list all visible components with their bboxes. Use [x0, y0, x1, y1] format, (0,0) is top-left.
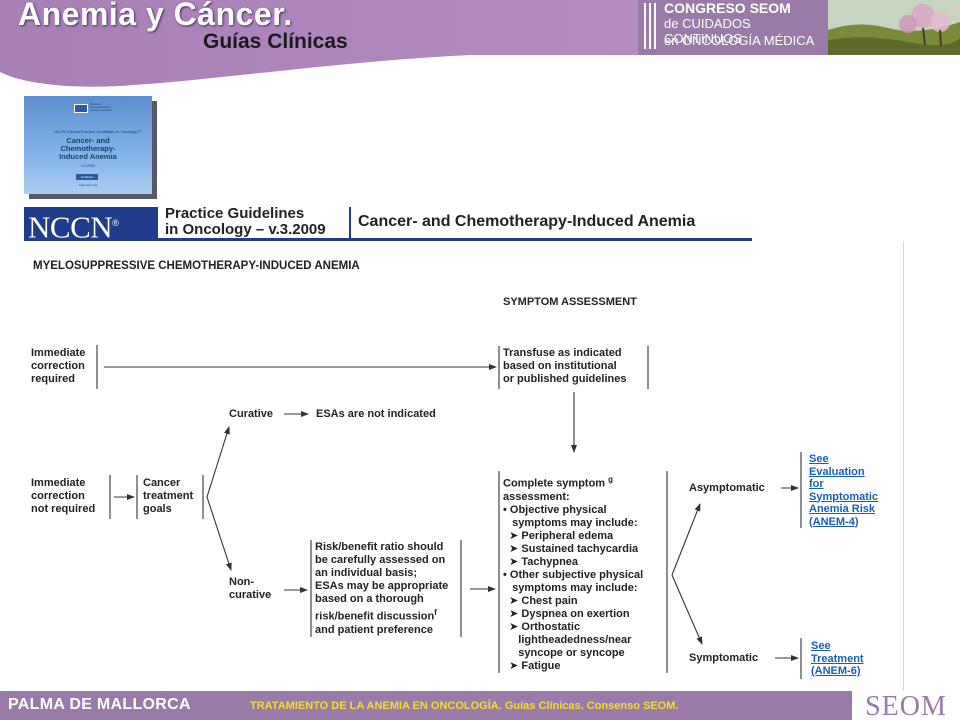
node-line: Transfuse as indicated — [503, 347, 622, 359]
node-line: based on institutional — [503, 360, 617, 372]
node-line-text: Complete symptom — [503, 477, 606, 490]
node-line: lightheadedness/near — [503, 633, 632, 646]
nccn-logo: NCCN® — [24, 207, 158, 243]
link-line[interactable]: (ANEM-4) — [809, 515, 859, 528]
node-line: Immediate — [31, 477, 86, 489]
node-line: assessment: — [503, 490, 570, 503]
node-line: required — [31, 373, 76, 385]
curative-label: Curative — [229, 408, 274, 420]
cancer-treatment-goals: Cancer treatment goals — [143, 477, 193, 516]
document-title: Cancer- and Chemotherapy-Induced Anemia — [358, 213, 696, 230]
node-line: Complete symptom g — [503, 473, 643, 491]
node-line: ➤ Peripheral edema — [503, 529, 614, 542]
cover-title-line: Chemotherapy- — [60, 144, 116, 153]
landscape-photo-icon — [828, 0, 960, 55]
link-line[interactable]: Symptomatic — [809, 490, 879, 503]
banner-divider — [349, 207, 351, 239]
cover-title-line: Cancer- and — [66, 136, 110, 145]
practice-guidelines-label: Practice Guidelines in Oncology – v.3.20… — [165, 206, 326, 238]
nccn-reg-mark: ® — [112, 218, 119, 228]
node-line: ➤ Orthostatic — [503, 620, 581, 633]
immediate-correction-not-required: Immediate correction not required — [31, 477, 95, 516]
header-banner — [0, 0, 640, 87]
congress-line3: en ONCOLOGÍA MÉDICA — [664, 33, 815, 48]
cover-continue-button[interactable]: Continue — [76, 174, 98, 180]
flowchart-section-title: MYELOSUPPRESSIVE CHEMOTHERAPY-INDUCED AN… — [33, 260, 360, 272]
cover-url: www.nccn.org — [78, 183, 98, 187]
node-line: syncope or syncope — [503, 646, 625, 659]
node-line: ➤ Chest pain — [503, 594, 578, 607]
link-line[interactable]: (ANEM-6) — [811, 665, 861, 677]
guideline-cover-thumbnail[interactable]: National Comprehensive Cancer Network NC… — [24, 96, 152, 194]
cover-series-text: NCCN Clinical Practice Guidelines in Onc… — [54, 129, 142, 134]
node-line: not required — [31, 503, 96, 515]
nccn-logo-text: NCCN — [28, 209, 113, 245]
complete-symptom-assessment-node: Complete symptom g assessment: • Objecti… — [503, 473, 643, 673]
practice-line1: Practice Guidelines — [165, 205, 305, 222]
cover-version: V.3.2009 — [81, 164, 95, 168]
link-line[interactable]: Anemia Risk — [809, 503, 876, 515]
footer-bar: PALMA DE MALLORCA TRATAMIENTO DE LA ANEM… — [0, 691, 960, 720]
node-line: Risk/benefit ratio should — [315, 541, 444, 553]
footer-location: PALMA DE MALLORCA — [8, 696, 191, 713]
transfuse-node: Transfuse as indicated based on institut… — [503, 347, 626, 386]
cover-org-text: National Comprehensive Cancer Network — [90, 102, 112, 112]
cover-nccn-logo-icon — [74, 104, 88, 113]
congress-bars-icon — [644, 3, 658, 49]
see-treatment-link[interactable]: See Treatment (ANEM-6) — [811, 640, 864, 678]
footnote-marker: g — [608, 475, 614, 484]
node-line: curative — [229, 589, 272, 601]
node-line: goals — [143, 503, 172, 515]
node-line: symptoms may include: — [503, 516, 638, 529]
page-title: Anemia y Cáncer. — [18, 0, 293, 32]
node-line: ESAs may be appropriate — [315, 580, 449, 592]
seom-logo: SEOM — [852, 691, 960, 720]
congress-line1: CONGRESO SEOM — [664, 0, 791, 16]
node-line: ➤ Sustained tachycardia — [503, 542, 639, 555]
node-line: ➤ Tachypnea — [503, 555, 579, 568]
footer-caption: TRATAMIENTO DE LA ANEMIA EN ONCOLOGÍA. G… — [250, 700, 679, 712]
cover-title: Cancer- and Chemotherapy- Induced Anemia — [24, 137, 152, 161]
node-line: ➤ Fatigue — [503, 659, 561, 672]
see-evaluation-link[interactable]: See Evaluation for Symptomatic Anemia Ri… — [809, 453, 878, 528]
link-line[interactable]: Treatment — [811, 652, 864, 665]
asymptomatic-label: Asymptomatic — [689, 482, 765, 494]
flowchart-panel — [24, 241, 904, 691]
node-line: and patient preference — [315, 623, 433, 636]
symptomatic-label: Symptomatic — [689, 652, 759, 664]
link-line[interactable]: See — [809, 453, 829, 465]
node-line-text: risk/benefit discussion — [315, 610, 435, 623]
node-line: based on a thorough — [315, 593, 424, 605]
node-line: an individual basis; — [315, 567, 418, 579]
node-line: Non- — [229, 576, 255, 588]
link-line[interactable]: for — [809, 478, 824, 490]
link-line[interactable]: Evaluation — [809, 465, 865, 478]
page-subtitle: Guías Clínicas — [203, 30, 348, 53]
noncurative-label: Non- curative — [229, 576, 271, 602]
node-line: ➤ Dyspnea on exertion — [503, 607, 630, 620]
banner-rule — [24, 238, 752, 241]
cover-title-line: Induced Anemia — [59, 152, 117, 161]
symptom-assessment-title: SYMPTOM ASSESSMENT — [503, 296, 637, 308]
node-line: correction — [31, 360, 85, 372]
node-line: Cancer — [143, 477, 181, 489]
node-line: symptoms may include: — [503, 581, 638, 594]
node-line: Immediate — [31, 347, 86, 359]
node-line: treatment — [143, 490, 194, 502]
node-line: be carefully assessed on — [315, 554, 446, 566]
link-line[interactable]: See — [811, 640, 831, 652]
node-line: risk/benefit discussionf — [315, 606, 448, 624]
congress-logo: CONGRESO SEOM de CUIDADOS CONTINUOS en O… — [638, 0, 828, 55]
footnote-marker: f — [434, 608, 437, 617]
node-line: or published guidelines — [503, 373, 627, 385]
immediate-correction-required: Immediate correction required — [31, 347, 85, 386]
congress-line2: de CUIDADOS CONTINUOS — [664, 16, 751, 46]
node-line: • Other subjective physical — [503, 568, 644, 581]
risk-benefit-node: Risk/benefit ratio should be carefully a… — [315, 541, 448, 637]
node-line: correction — [31, 490, 85, 502]
esas-not-indicated: ESAs are not indicated — [316, 408, 436, 420]
node-line: • Objective physical — [503, 503, 607, 516]
practice-line2: in Oncology – v.3.2009 — [165, 221, 326, 238]
